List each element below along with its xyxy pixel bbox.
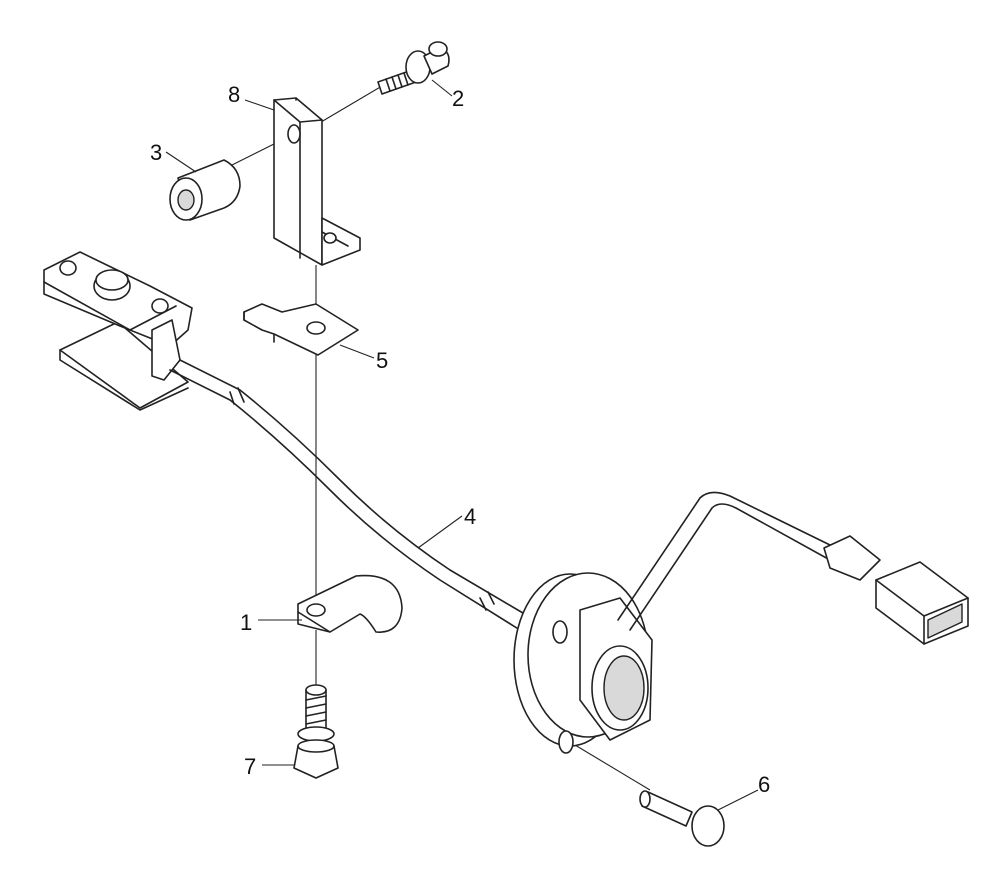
callout-labels: 8 2 3 4 5 1 7 6 <box>150 82 770 797</box>
callout-2: 2 <box>452 86 464 111</box>
hex-bolt <box>293 684 339 779</box>
callout-5: 5 <box>376 348 388 373</box>
callout-8: 8 <box>228 82 240 107</box>
l-bracket <box>273 97 361 266</box>
plate-washer <box>243 303 359 356</box>
spacer-collar <box>169 159 241 221</box>
callout-7: 7 <box>244 754 256 779</box>
p-clip <box>297 574 403 633</box>
flange-bolt <box>377 41 450 95</box>
callout-3: 3 <box>150 140 162 165</box>
assembly-axis-lines <box>229 85 651 791</box>
hex-bolt-6 <box>639 790 725 847</box>
callout-1: 1 <box>240 610 252 635</box>
sensor-cable <box>43 251 969 754</box>
callout-4: 4 <box>464 504 476 529</box>
callout-6: 6 <box>758 772 770 797</box>
callout-leaders <box>165 79 759 811</box>
